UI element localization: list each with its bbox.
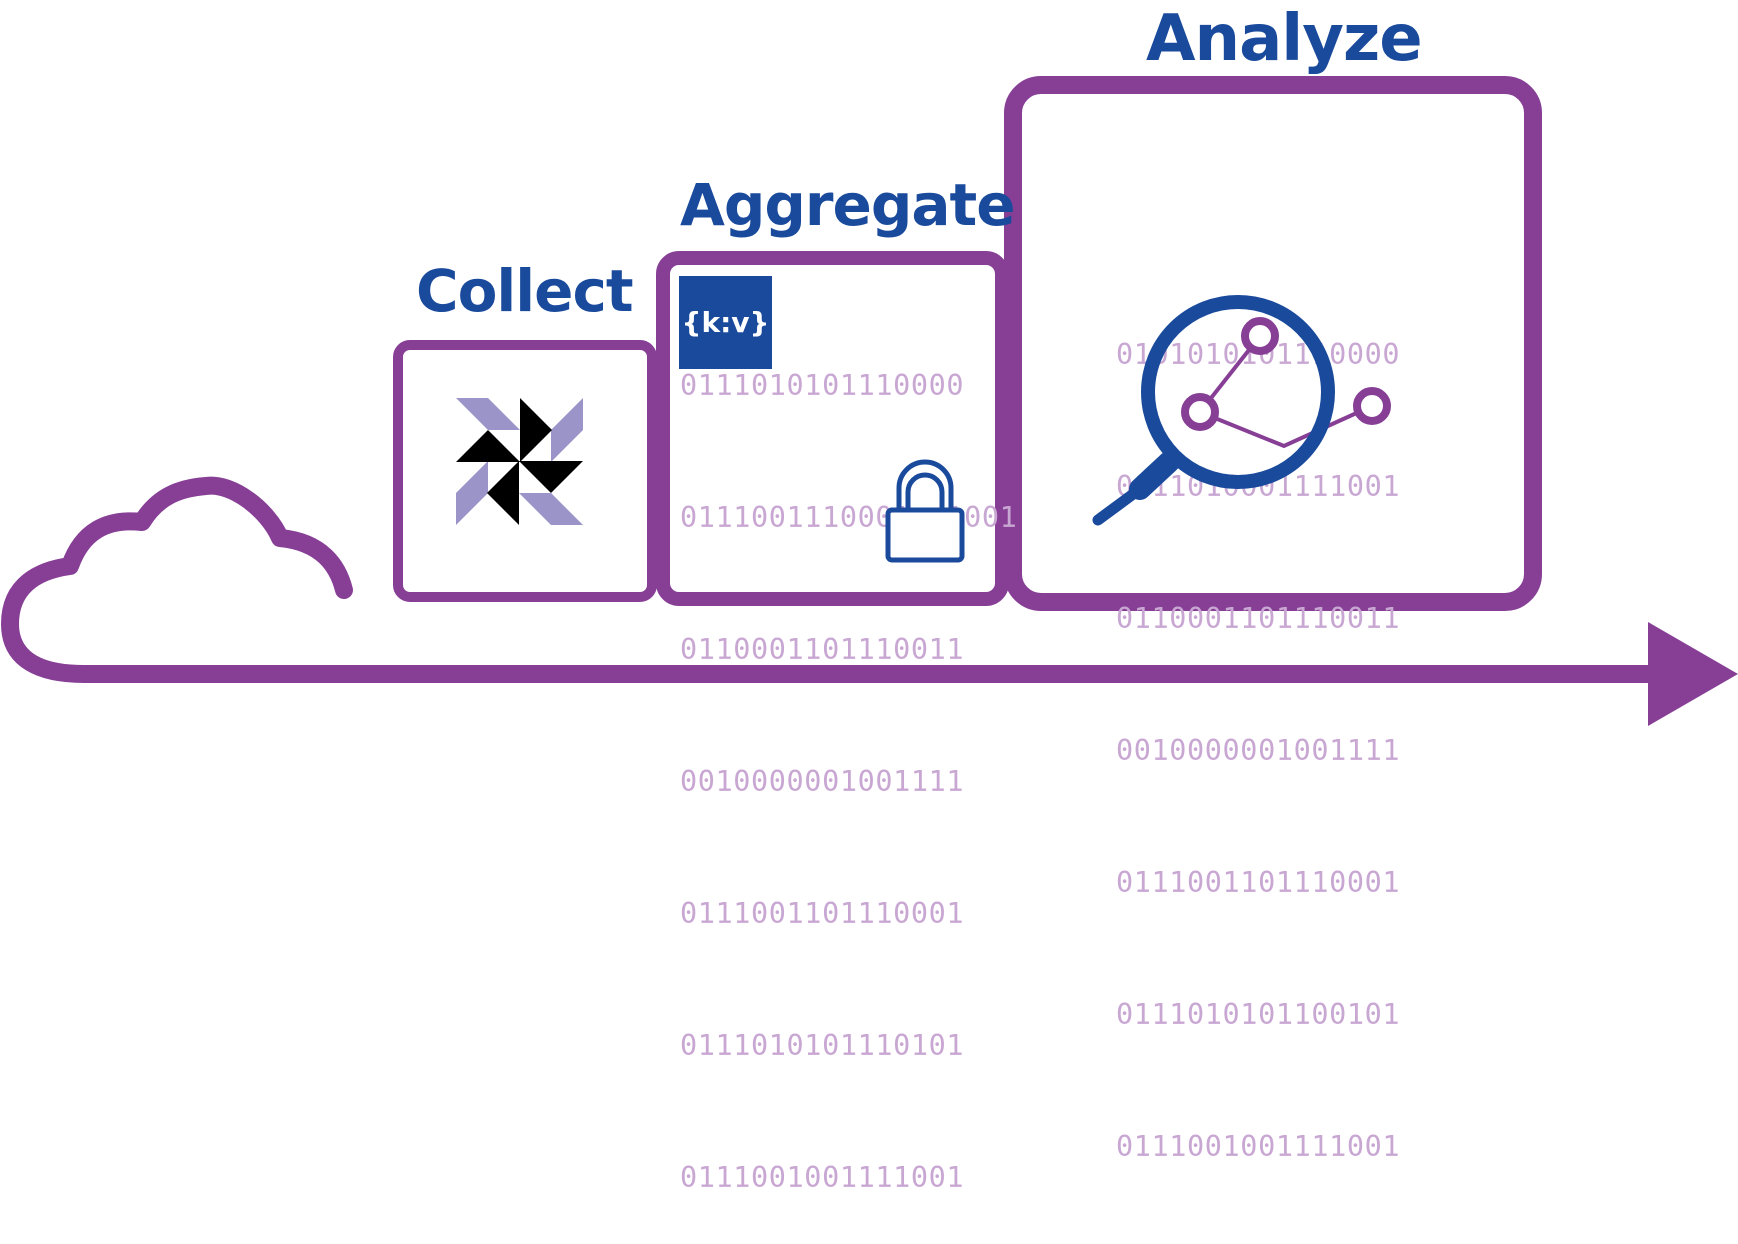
binary-row: 0111010101110101 bbox=[680, 1029, 965, 1062]
aggregate-binary-text: 0111010101110000 0111001110001111001 011… bbox=[680, 276, 1017, 1244]
binary-row: 0010000001001111 bbox=[1116, 734, 1401, 767]
binary-row: 0010000001001111 bbox=[680, 765, 965, 798]
binary-row: 0111001101110001 bbox=[680, 897, 965, 930]
binary-row: 0111001101110001 bbox=[1116, 866, 1401, 899]
analyze-title: Analyze bbox=[1146, 2, 1423, 76]
collect-title: Collect bbox=[416, 257, 634, 325]
binary-row: 0101010101110000 bbox=[1116, 338, 1401, 371]
binary-row: 0111001001111001 bbox=[680, 1161, 965, 1194]
binary-row: 0111010001111001 bbox=[1116, 470, 1401, 503]
key-value-badge-icon: {k:v} bbox=[679, 276, 772, 369]
analyze-binary-text: 0101010101110000 0111010001111001 011000… bbox=[1116, 245, 1400, 1213]
arrow-head-icon bbox=[1648, 622, 1738, 726]
binary-row: 0111001110001111001 bbox=[680, 501, 1018, 534]
collect-box bbox=[393, 340, 657, 602]
binary-row: 0110001101110011 bbox=[680, 633, 965, 666]
cloud-icon bbox=[1, 476, 1669, 683]
binary-row: 0111010101110000 bbox=[680, 369, 965, 402]
binary-row: 0111001001111001 bbox=[1116, 1130, 1401, 1163]
aggregate-title: Aggregate bbox=[680, 171, 1016, 239]
binary-row: 0111010101100101 bbox=[1116, 998, 1401, 1031]
binary-row: 0110001101110011 bbox=[1116, 602, 1401, 635]
